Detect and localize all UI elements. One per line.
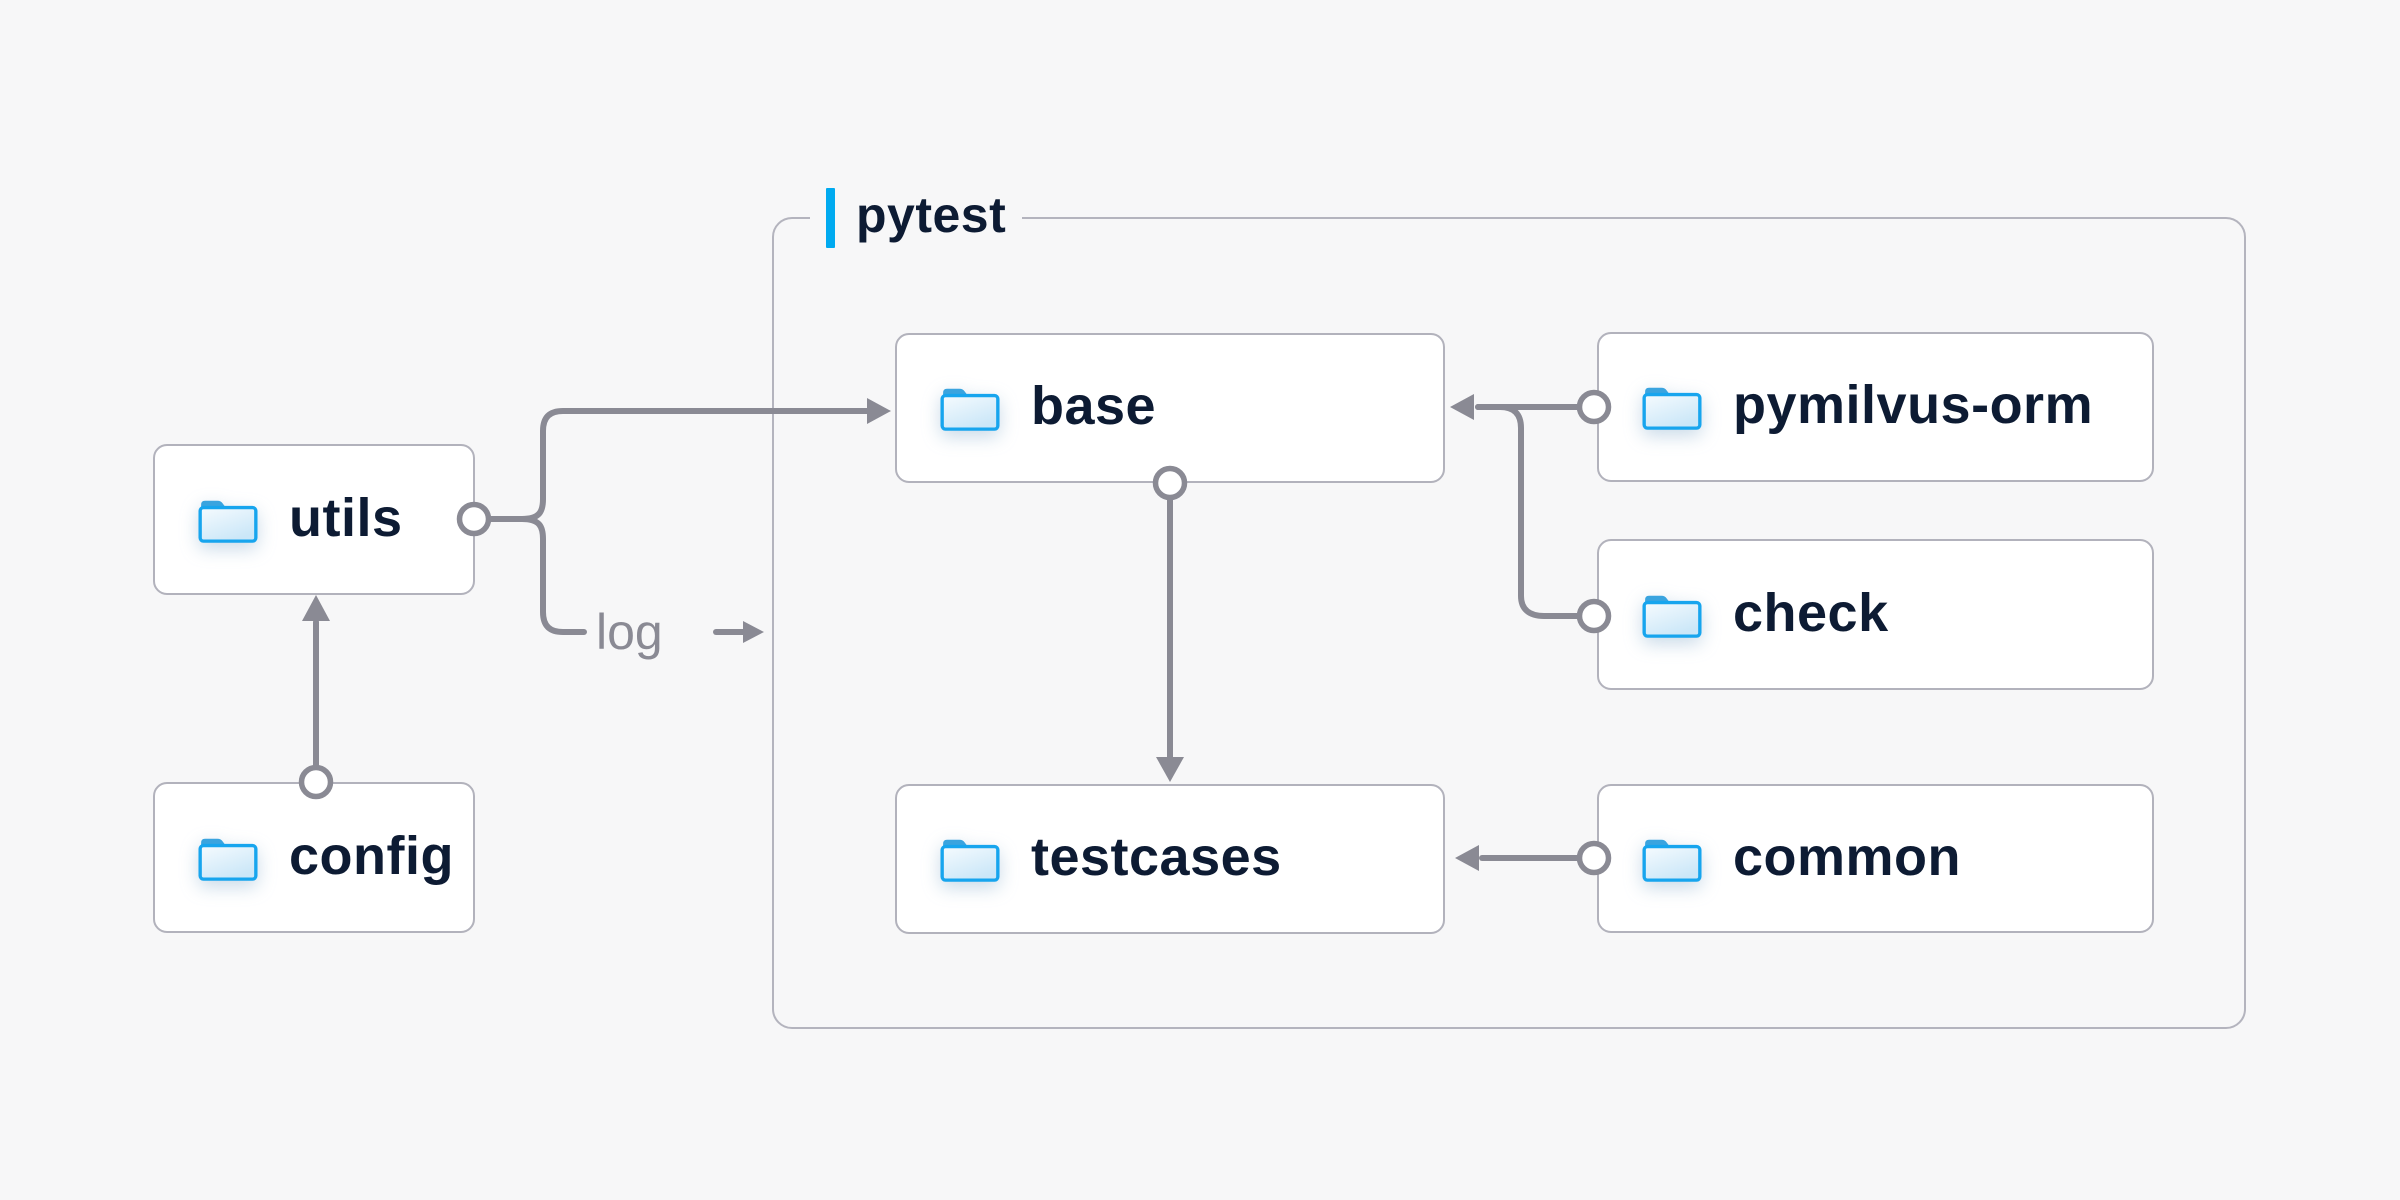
node-label: pymilvus-orm (1733, 375, 2094, 435)
node-label: utils (289, 487, 403, 548)
node-config: config (153, 782, 475, 933)
node-base: base (895, 333, 1445, 483)
folder-icon (940, 839, 1000, 882)
arrowhead-small-right-icon (743, 621, 764, 643)
node-utils: utils (153, 444, 475, 595)
node-label: base (1031, 376, 1157, 436)
edge-utils-log (519, 516, 587, 635)
pytest-group: pytest (772, 188, 2246, 1029)
node-label: testcases (1031, 827, 1282, 887)
folder-icon (1642, 595, 1702, 638)
folder-icon (1642, 387, 1702, 430)
edge-label-log: log (596, 604, 663, 660)
node-testcases: testcases (895, 784, 1445, 934)
node-check: check (1597, 539, 2154, 690)
node-pymilvus-orm: pymilvus-orm (1597, 332, 2154, 482)
node-label: check (1733, 582, 1889, 643)
folder-icon (940, 388, 1000, 431)
pytest-group-title: pytest (856, 187, 1007, 243)
folder-icon (198, 838, 258, 881)
arrowhead-up-icon (302, 595, 330, 621)
folder-icon (1642, 839, 1702, 882)
node-label: common (1733, 826, 1962, 887)
node-label: config (289, 825, 454, 886)
pytest-group-label: pytest (810, 187, 1023, 248)
node-common: common (1597, 784, 2154, 933)
accent-bar-icon (826, 188, 835, 248)
folder-icon (198, 500, 258, 543)
